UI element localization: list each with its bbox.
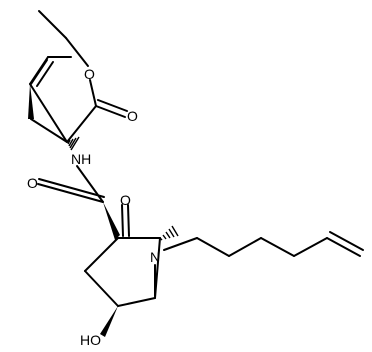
bond-amide2-carbonyl-a [121, 204, 124, 237]
bond-n-to-chain [163, 237, 198, 251]
bond-ester-carbonyl-b [97, 99, 128, 112]
hydroxyl-group [100, 306, 118, 337]
bond-ester-carbonyl-a [95, 105, 126, 118]
cyclopropane-ring [28, 83, 68, 143]
label-amide-nh: NH [71, 151, 91, 167]
bond-vinyl-double-a [30, 59, 48, 85]
label-amide2-o: O [120, 192, 131, 208]
bond-ring-lower-left [84, 270, 119, 307]
label-ester-ether-o: O [84, 66, 95, 82]
bond-ring-diagonal [29, 83, 68, 143]
bond-quaternary-to-ester [66, 105, 97, 143]
bond-alkene-a [326, 237, 361, 257]
bond-chain-4 [293, 237, 328, 257]
hash-bond-quaternary-nh [67, 136, 80, 151]
hash-bond-ring-amide2 [159, 225, 179, 241]
bond-amide2-carbonyl-b [127, 204, 130, 237]
bond-ring-bottom [30, 118, 68, 143]
wedge-hydroxyl [100, 306, 118, 337]
wedge-ring-amide1 [103, 202, 120, 240]
ethyl-ester [38, 10, 128, 143]
hexenyl-chain [154, 231, 364, 297]
bond-ring-left [84, 237, 119, 272]
vinyl-group [29, 56, 72, 87]
label-amide-n: N [150, 249, 160, 265]
label-hydroxyl: HO [80, 332, 101, 348]
tertiary-amide [121, 204, 179, 241]
bond-alkene-b [329, 231, 364, 251]
bond-oxygen-to-ethyl [65, 37, 89, 67]
label-amide1-o: O [27, 175, 38, 191]
wedge-vinyl-stereo [28, 84, 34, 119]
cyclopentane-ring [84, 202, 161, 307]
bond-amide1-carbonyl-a [37, 183, 104, 203]
label-ester-carbonyl-o: O [127, 108, 138, 124]
atom-labels: O O NH O O N HO [27, 66, 160, 348]
bond-ring-lower-right [117, 297, 156, 307]
bond-chain-3 [260, 237, 295, 257]
bond-ester-to-oxygen [89, 79, 97, 107]
bond-vinyl-double-b [36, 61, 54, 87]
bond-ethyl [38, 10, 67, 39]
amide-nh-linkage [37, 136, 105, 203]
bond-chain-1 [196, 237, 230, 257]
bond-chain-2 [228, 237, 262, 257]
bond-amide1-carbonyl-b [38, 178, 105, 198]
